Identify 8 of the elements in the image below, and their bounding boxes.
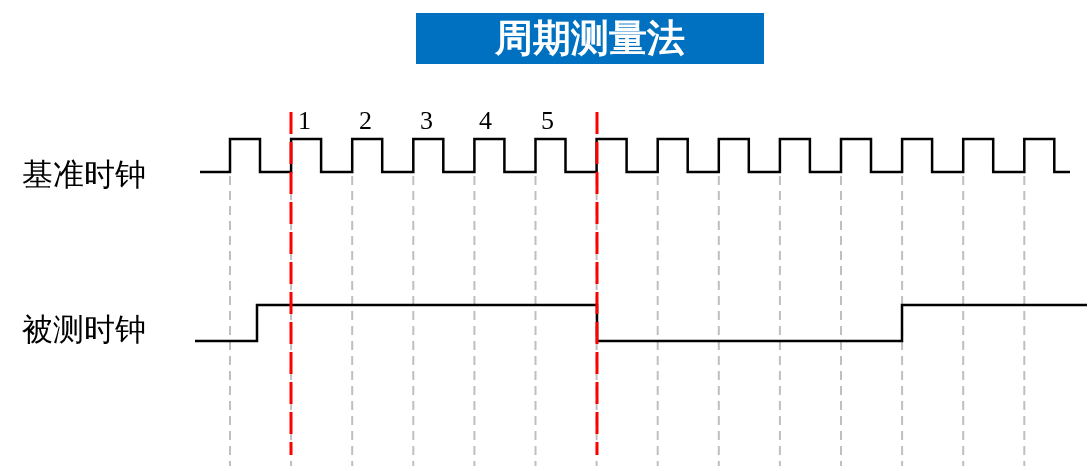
signal-name: 被测时钟 (22, 310, 146, 349)
signal-name: 基准时钟 (22, 155, 146, 194)
pulse-number: 3 (420, 106, 433, 136)
pulse-number: 5 (541, 106, 554, 136)
pulse-number: 1 (298, 106, 311, 136)
pulse-number: 4 (479, 106, 492, 136)
pulse-number: 2 (359, 106, 372, 136)
title: 周期测量法 (416, 13, 764, 64)
